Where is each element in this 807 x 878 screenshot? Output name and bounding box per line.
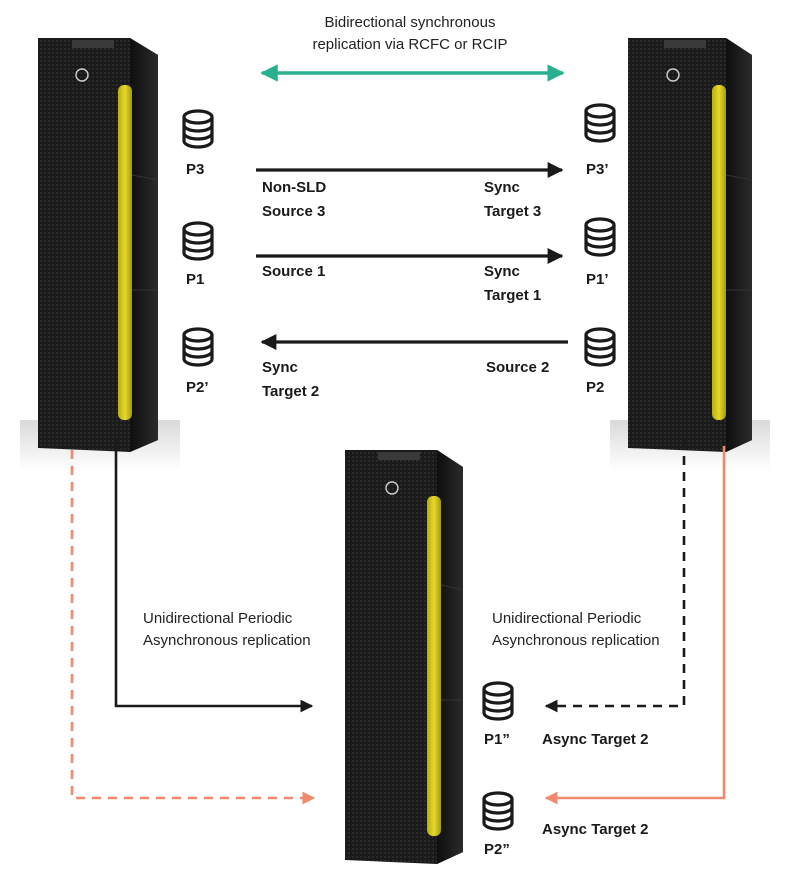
database-icon bbox=[584, 103, 616, 143]
caption-line-2: replication via RCFC or RCIP bbox=[312, 36, 508, 53]
volume-label-p3-prime: P3’ bbox=[586, 161, 609, 178]
storage-array-bottom bbox=[345, 450, 464, 864]
link-label-target-2: Sync Target 2 bbox=[262, 359, 320, 400]
hp-logo-icon bbox=[666, 68, 680, 82]
link-label-target-1: Sync Target 1 bbox=[484, 263, 542, 304]
async-target-label-lower: Async Target 2 bbox=[542, 821, 649, 838]
async-caption-right: Unidirectional Periodic Asynchronous rep… bbox=[492, 610, 660, 649]
async-arrow-right-solid bbox=[544, 446, 726, 805]
database-icon bbox=[482, 791, 514, 831]
volume-label-p2: P2 bbox=[586, 379, 605, 396]
database-icon bbox=[584, 217, 616, 257]
database-icon bbox=[182, 109, 214, 149]
volume-label-p3: P3 bbox=[186, 161, 205, 178]
bidirectional-caption: Bidirectional synchronous replication vi… bbox=[250, 12, 570, 56]
storage-array-left bbox=[20, 38, 180, 470]
database-icon bbox=[584, 327, 616, 367]
link-label-source-3: Non-SLD Source 3 bbox=[262, 179, 327, 220]
storage-array-right bbox=[610, 38, 770, 470]
hp-logo-icon bbox=[385, 481, 399, 495]
database-icon bbox=[482, 681, 514, 721]
link-label-source-2: Source 2 bbox=[486, 359, 550, 376]
volume-label-p2-prime: P2’ bbox=[186, 379, 209, 396]
volume-label-p1: P1 bbox=[186, 271, 205, 288]
volume-label-p1-prime: P1’ bbox=[586, 271, 609, 288]
link-label-source-1: Source 1 bbox=[262, 263, 326, 280]
volume-label-p1-double: P1” bbox=[484, 731, 510, 748]
hp-logo-icon bbox=[75, 68, 89, 82]
caption-line-1: Bidirectional synchronous bbox=[324, 14, 496, 31]
async-target-label-upper: Async Target 2 bbox=[542, 731, 649, 748]
async-arrow-left-dashed bbox=[70, 450, 316, 805]
database-icon bbox=[182, 327, 214, 367]
database-icon bbox=[182, 221, 214, 261]
volume-label-p2-double: P2” bbox=[484, 841, 510, 858]
async-caption-left: Unidirectional Periodic Asynchronous rep… bbox=[143, 610, 311, 649]
async-arrow-left-solid bbox=[114, 440, 314, 713]
async-arrow-right-dashed bbox=[544, 440, 686, 713]
link-label-target-3: Sync Target 3 bbox=[484, 179, 542, 220]
